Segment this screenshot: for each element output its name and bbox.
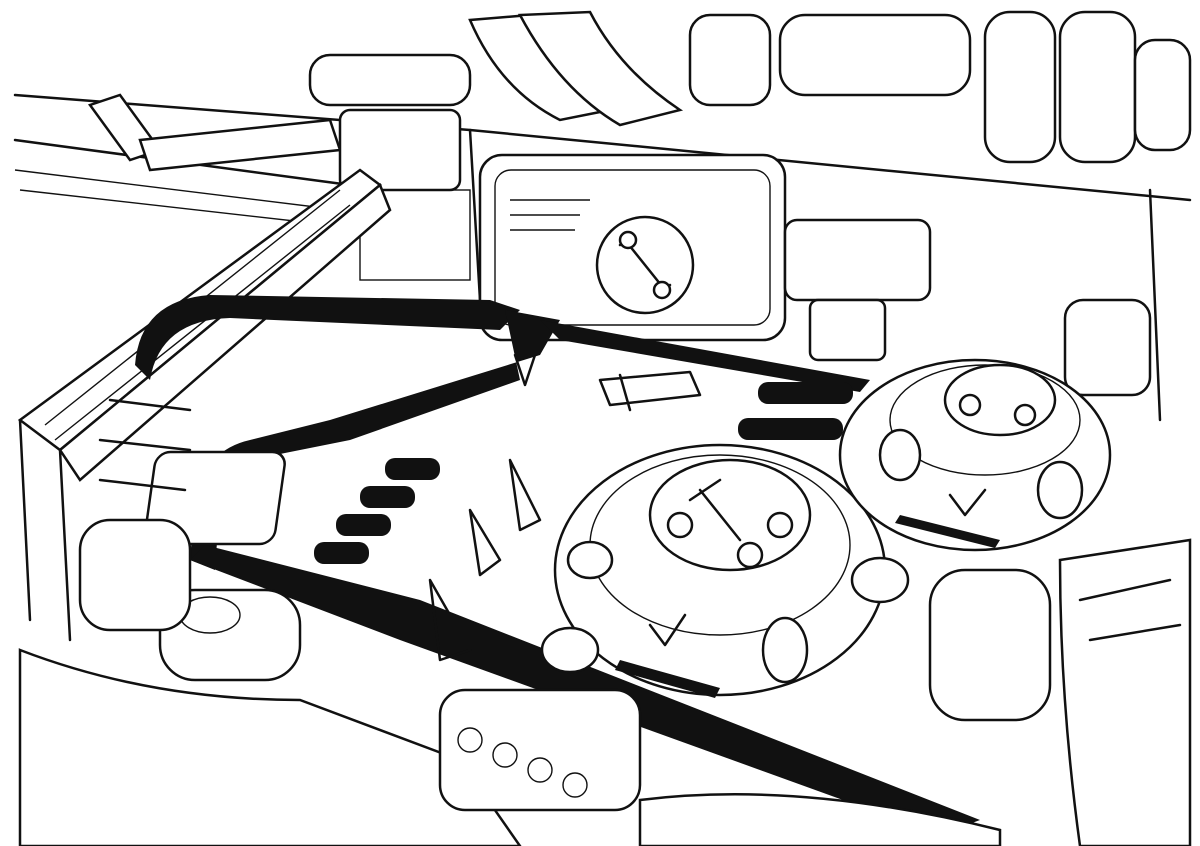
pod-large — [540, 443, 910, 698]
ceiling-pipes — [87, 10, 1192, 192]
pod-small — [838, 358, 1112, 552]
inner-floor-panel — [144, 450, 286, 546]
back-wall — [13, 93, 1192, 422]
foreground-vehicles — [18, 518, 1192, 846]
small-craft — [98, 353, 702, 662]
left-walkway — [17, 168, 392, 642]
wall-panel — [478, 153, 1152, 397]
